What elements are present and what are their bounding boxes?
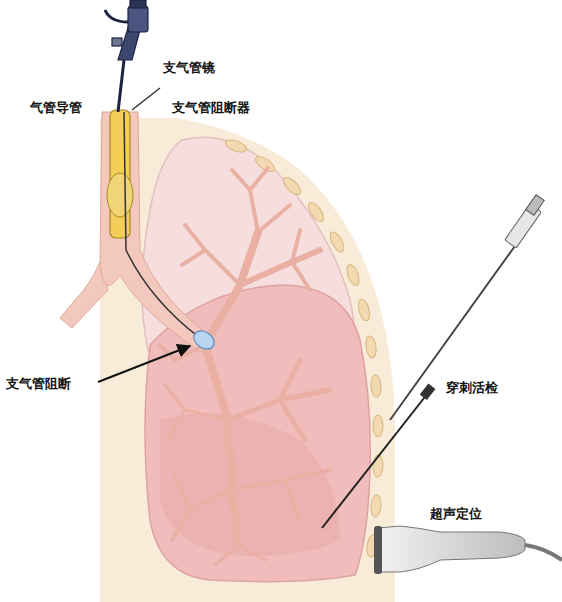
- bronchoscope: [105, 0, 148, 112]
- part-label: 支气管镜: [163, 60, 215, 76]
- part-label: 支气管阻断: [6, 376, 71, 392]
- ribs: [224, 138, 383, 558]
- part-label: 支气管阻断器: [172, 100, 250, 116]
- tube-cuff: [107, 173, 133, 217]
- bronchial-tree: [160, 168, 330, 565]
- part-label: 超声定位: [430, 506, 482, 522]
- part-label: 气管导管: [30, 100, 82, 116]
- blocker-wire: [132, 88, 160, 110]
- lung-middle: [160, 413, 340, 556]
- chest-wall: [100, 118, 395, 602]
- blocker-wire: [124, 112, 200, 338]
- part-label: 穿刺活检: [446, 380, 498, 396]
- biopsy-needle: [390, 195, 544, 420]
- ultrasound-probe: [374, 526, 562, 574]
- blocker-balloon: [190, 327, 217, 353]
- leader-arrow: [98, 346, 190, 382]
- biopsy-needle: [322, 383, 435, 528]
